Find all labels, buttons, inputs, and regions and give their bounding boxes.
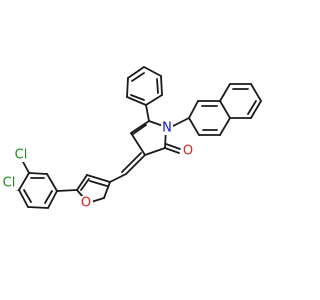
chlorine-1-label: Cl <box>15 148 28 163</box>
dichlorophenyl-ring <box>18 172 58 209</box>
furan-oxygen-label: O <box>81 196 91 211</box>
furan-aryl-bond <box>56 189 78 192</box>
chlorine-atom-1: Cl <box>12 148 30 163</box>
carbonyl-bond <box>164 143 181 154</box>
naphthyl-group <box>188 83 262 136</box>
nitrogen-atom: N <box>161 121 173 136</box>
chlorine-atom-2: Cl <box>0 176 18 191</box>
furan-ring <box>76 174 111 204</box>
structure-canvas: N O O Cl Cl <box>0 66 262 211</box>
phenyl-ring <box>126 66 163 106</box>
pyrrolone-ring <box>130 120 167 156</box>
phenyl-pyrrolone-bond <box>145 104 150 122</box>
c-cl-bond-1 <box>21 159 30 174</box>
carbonyl-oxygen-label: O <box>183 144 193 159</box>
furan-oxygen-atom: O <box>80 196 93 211</box>
carbonyl-oxygen-atom: O <box>182 144 194 159</box>
vinyl-furan-bond <box>109 173 127 183</box>
exocyclic-double-bond <box>121 152 146 175</box>
molecule-structure: N O O Cl Cl <box>0 66 262 211</box>
chlorine-2-label: Cl <box>3 176 16 191</box>
nitrogen-label: N <box>162 121 172 136</box>
n-naphthyl-bond <box>170 117 190 128</box>
